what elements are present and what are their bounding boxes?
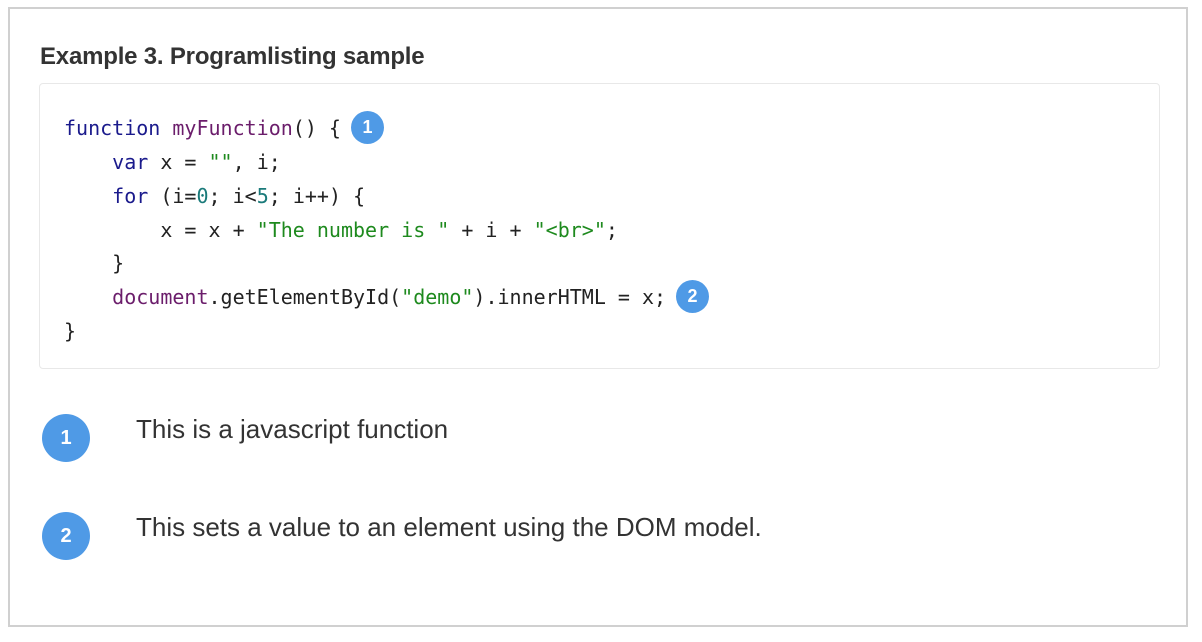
callout-number-icon: 1 (42, 414, 90, 462)
code-block: function myFunction() {1 var x = "", i; … (64, 111, 710, 349)
code-token-num: 0 (196, 183, 209, 208)
code-token: ; i++) { (268, 183, 366, 208)
code-token: () { (292, 116, 341, 140)
code-line: document.getElementById("demo").innerHTM… (64, 280, 710, 314)
callout-marker-icon: 2 (676, 280, 710, 314)
code-token-str: "<br>" (533, 217, 606, 242)
code-line: function myFunction() { 1 (64, 111, 384, 144)
code-token: x = x + (160, 217, 257, 242)
code-token: } (112, 251, 125, 276)
code-token: x = (148, 150, 209, 174)
code-token-str: "The number is " (256, 217, 450, 242)
code-token-num: 5 (256, 183, 269, 208)
code-token: ; i< (208, 183, 257, 208)
code-token (160, 116, 172, 140)
code-token: ; (605, 217, 618, 242)
code-token-fn: myFunction (172, 116, 293, 140)
callout-marker-icon: 1 (350, 111, 384, 144)
callout-description: This sets a value to an element using th… (136, 512, 762, 542)
code-token: + i + (449, 217, 534, 242)
program-listing: function myFunction() {1 var x = "", i; … (39, 83, 1160, 369)
example-frame: Example 3. Programlisting sample functio… (8, 7, 1188, 627)
code-token: } (64, 319, 77, 344)
code-line: } (64, 319, 76, 343)
callout-description: This is a javascript function (136, 414, 449, 444)
code-token: , i; (232, 150, 281, 174)
code-token-str: "demo" (401, 285, 474, 310)
callout-number-icon: 2 (42, 512, 90, 560)
code-token: ).innerHTML = x; (473, 285, 667, 310)
code-token-str: "" (208, 150, 233, 174)
code-token-kw: function (64, 116, 161, 140)
code-line: } (64, 251, 124, 275)
code-token-kw: for (112, 183, 149, 208)
code-line: x = x + "The number is " + i + "<br>"; (64, 218, 618, 242)
code-token-kw: var (112, 150, 149, 174)
code-line: for (i=0; i<5; i++) { (64, 184, 365, 208)
code-line: var x = "", i; (64, 150, 281, 174)
code-token: .getElementById( (208, 285, 402, 310)
code-token-fn: document (112, 285, 209, 310)
code-token: (i= (148, 183, 197, 208)
example-title: Example 3. Programlisting sample (40, 43, 425, 70)
